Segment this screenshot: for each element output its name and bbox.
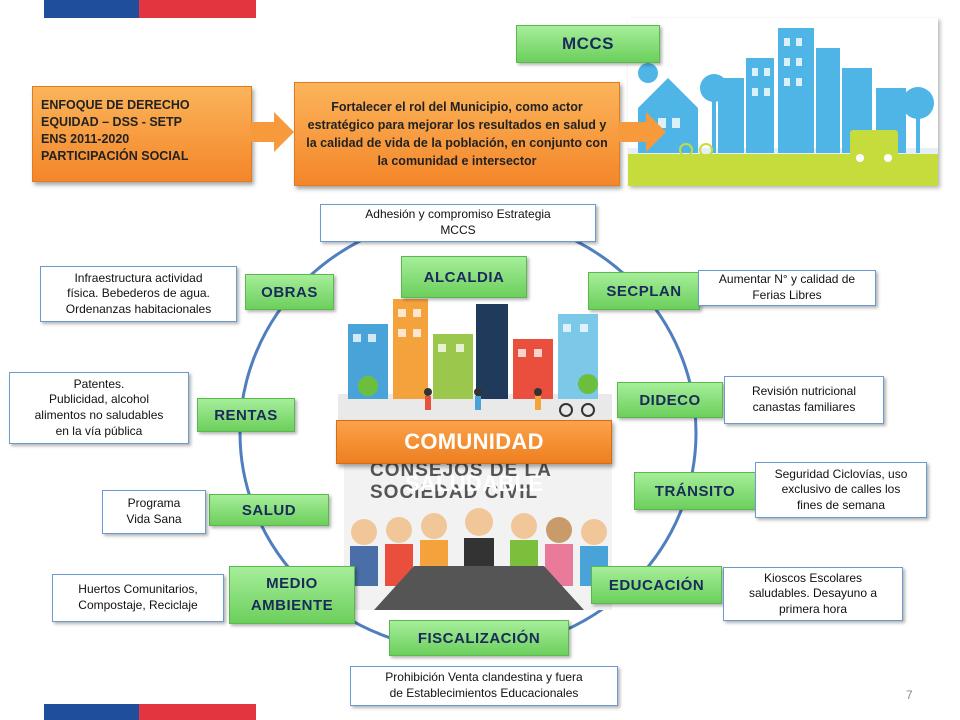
- flag-bar-blue-bottom: [44, 704, 139, 720]
- dept-transito[interactable]: TRÁNSITO: [634, 472, 756, 510]
- note-medio-ambiente: Huertos Comunitarios, Compostaje, Recicl…: [52, 574, 224, 622]
- civil-society-councils-illustration: CONSEJOS DE LA SOCIEDAD CIVIL: [344, 454, 612, 610]
- dept-medio-ambiente[interactable]: MEDIO AMBIENTE: [229, 566, 355, 624]
- approach-box: ENFOQUE DE DERECHO EQUIDAD – DSS - SETP …: [32, 86, 252, 182]
- dept-educacion[interactable]: EDUCACIÓN: [591, 566, 722, 604]
- dept-obras[interactable]: OBRAS: [245, 274, 334, 310]
- councils-title-line2: SOCIEDAD CIVIL: [370, 482, 538, 504]
- dept-salud[interactable]: SALUD: [209, 494, 329, 526]
- arrow-right-icon: [618, 112, 666, 152]
- approach-line: ENFOQUE DE DERECHO: [41, 98, 190, 112]
- note-transito: Seguridad Ciclovías, uso exclusivo de ca…: [755, 462, 927, 518]
- councils-title-line1: CONSEJOS DE LA: [370, 460, 552, 482]
- page-number: 7: [906, 688, 913, 702]
- dept-rentas[interactable]: RENTAS: [197, 398, 295, 432]
- mccs-label: MCCS: [516, 25, 660, 63]
- note-fiscalizacion: Prohibición Venta clandestina y fuera de…: [350, 666, 618, 706]
- dept-secplan[interactable]: SECPLAN: [588, 272, 700, 310]
- approach-line: ENS 2011-2020: [41, 131, 130, 146]
- note-alcaldia: Adhesión y compromiso Estrategia MCCS: [320, 204, 596, 242]
- note-dideco: Revisión nutricional canastas familiares: [724, 376, 884, 424]
- dept-alcaldia[interactable]: ALCALDIA: [401, 256, 527, 298]
- dept-dideco[interactable]: DIDECO: [617, 382, 723, 418]
- flag-bar-red-top: [139, 0, 256, 18]
- note-rentas: Patentes. Publicidad, alcohol alimentos …: [9, 372, 189, 444]
- arrow-right-icon: [250, 112, 294, 152]
- healthy-city-illustration: [338, 284, 612, 420]
- dept-fiscalizacion[interactable]: FISCALIZACIÓN: [389, 620, 569, 656]
- note-salud: Programa Vida Sana: [102, 490, 206, 534]
- note-educacion: Kioscos Escolares saludables. Desayuno a…: [723, 567, 903, 621]
- note-secplan: Aumentar N° y calidad de Ferias Libres: [698, 270, 876, 306]
- flag-bar-blue-top: [44, 0, 139, 18]
- objective-text: Fortalecer el rol del Municipio, como ac…: [306, 99, 608, 169]
- healthy-community-title: COMUNIDAD SALUDABLE: [336, 420, 612, 496]
- flag-bar-red-bottom: [139, 704, 256, 720]
- note-obras: Infraestructura actividad física. Bebede…: [40, 266, 237, 322]
- objective-box: Fortalecer el rol del Municipio, como ac…: [294, 82, 620, 186]
- approach-line: EQUIDAD – DSS - SETP: [41, 114, 182, 129]
- city-illustration: [628, 18, 938, 186]
- approach-line: PARTICIPACIÓN SOCIAL: [41, 148, 189, 163]
